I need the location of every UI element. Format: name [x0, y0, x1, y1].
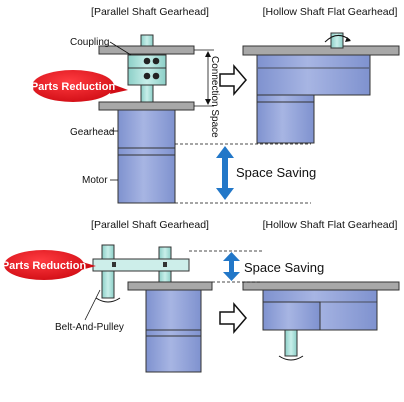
parts-reduction-badge-bottom — [4, 250, 96, 280]
bottom-motor-body — [145, 329, 202, 373]
top-mount-plate — [98, 45, 195, 55]
space-saving-label-top: Space Saving — [236, 165, 316, 180]
bottom-hollow-plate — [242, 281, 400, 291]
gearhead-shaft-bottom — [158, 270, 172, 283]
top-right-title: [Hollow Shaft Flat Gearhead] — [263, 6, 398, 18]
top-parallel-assembly — [98, 34, 195, 204]
coupling-screw-icon — [152, 57, 160, 65]
belt-bar — [92, 258, 190, 272]
top-shaft-stub — [140, 34, 154, 47]
conversion-arrow-icon — [219, 301, 247, 335]
coupling-screw-icon — [143, 72, 151, 80]
connection-space-label: Connection Space — [209, 56, 220, 138]
space-saving-arrow-top — [216, 146, 234, 200]
bottom-hollow-assembly — [242, 281, 400, 361]
parts-reduction-label-top: Parts Reduction — [31, 81, 116, 93]
top-left-title: [Parallel Shaft Gearhead] — [91, 6, 209, 18]
coupling-label: Coupling — [70, 37, 109, 48]
motor-body — [117, 147, 176, 204]
space-saving-arrow-bottom — [223, 252, 240, 281]
pulley-right-top — [158, 246, 172, 260]
coupling-screw-icon — [152, 72, 160, 80]
coupling-screw-icon — [143, 57, 151, 65]
hollow-shaft-bottom — [284, 329, 298, 357]
space-saving-label-bottom: Space Saving — [244, 260, 324, 275]
bottom-right-title: [Hollow Shaft Flat Gearhead] — [263, 219, 398, 231]
rotation-arrow-icon — [95, 297, 121, 303]
coupling-leader — [109, 41, 132, 56]
gearhead-body — [117, 109, 176, 149]
bottom-left-title: [Parallel Shaft Gearhead] — [91, 219, 209, 231]
pulley-left-top — [101, 244, 115, 260]
motor-label: Motor — [82, 175, 108, 186]
connection-space-dimension — [194, 49, 214, 107]
bottom-gearhead-body — [145, 289, 202, 331]
parts-reduction-label-bottom: Parts Reduction — [2, 260, 87, 272]
top-hollow-assembly — [242, 32, 400, 144]
belt-output-shaft — [101, 270, 115, 299]
gearhead-label: Gearhead — [70, 127, 114, 138]
gearhead-shaft — [140, 84, 154, 103]
top-hollow-plate — [242, 45, 400, 56]
bottom-mount-plate-left — [127, 281, 213, 291]
bottom-parallel-assembly — [92, 244, 213, 373]
conversion-arrow-icon — [219, 63, 247, 97]
flat-gearhead-body — [256, 54, 371, 96]
top-hollow-motor — [256, 94, 315, 144]
hollow-shaft-top — [330, 32, 344, 49]
parts-reduction-badge-top — [32, 70, 128, 102]
bottom-hollow-motor — [262, 301, 321, 331]
belt-leader — [84, 289, 101, 321]
rotation-arrow-icon — [278, 355, 304, 361]
belt-and-pulley-label: Belt-And-Pulley — [55, 322, 124, 333]
bottom-mount-plate — [98, 101, 195, 111]
